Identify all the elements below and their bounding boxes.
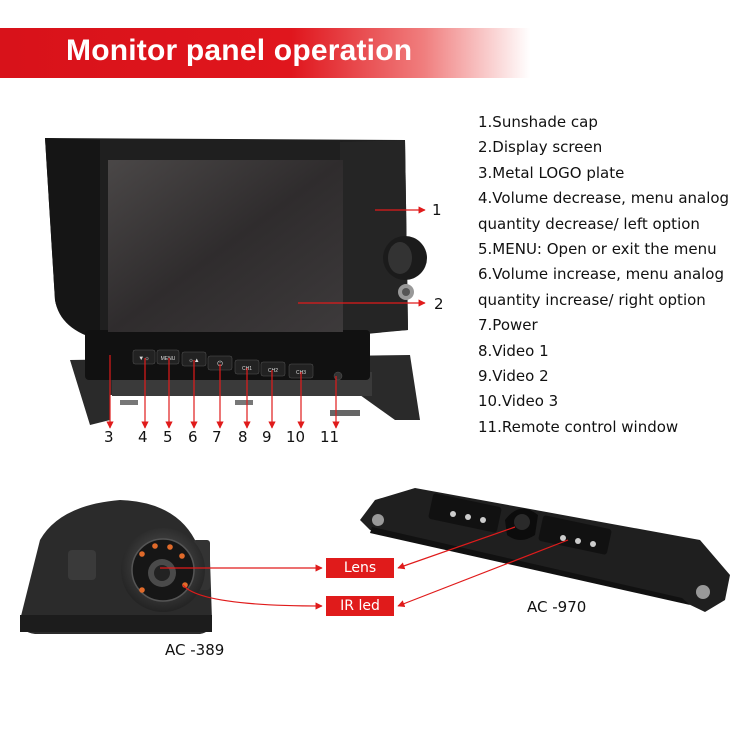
legend-item: 10.Video 3 (478, 392, 559, 411)
callout-number-10: 10 (286, 428, 306, 446)
ch2-button-label: CH2 (268, 368, 278, 374)
model-label-ac389: AC -389 (165, 641, 225, 659)
menu-button-label: MENU (161, 356, 176, 362)
callout-number-11: 11 (320, 428, 340, 446)
monitor-callout-arrows (106, 206, 426, 429)
legend-item: 7.Power (478, 316, 538, 335)
camera-callout-arrows (160, 526, 569, 610)
svg-text:▼☼: ▼☼ (138, 356, 149, 362)
legend-item: quantity increase/ right option (478, 290, 706, 309)
function-legend: 1.Sunshade cap 2.Display screen 3.Metal … (478, 110, 729, 440)
callout-number-7: 7 (212, 428, 222, 446)
callout-number-2: 2 (434, 295, 444, 313)
legend-item: 9.Video 2 (478, 367, 549, 386)
callout-number-5: 5 (163, 428, 173, 446)
callout-number-3: 3 (104, 428, 114, 446)
plate-camera-ac970 (360, 488, 730, 612)
legend-item: 4.Volume decrease, menu analog (478, 189, 730, 208)
callout-number-9: 9 (262, 428, 272, 446)
legend-item: 5.MENU: Open or exit the menu (478, 240, 717, 259)
legend-item: 8.Video 1 (478, 341, 549, 360)
side-camera-ac389 (20, 500, 212, 634)
callout-number-6: 6 (188, 428, 198, 446)
callout-number-1: 1 (432, 201, 442, 219)
callout-number-8: 8 (238, 428, 248, 446)
page-title: Monitor panel operation (66, 34, 413, 67)
monitor-bezel (85, 330, 370, 380)
display-screen (108, 160, 343, 332)
legend-item: 2.Display screen (478, 138, 603, 157)
header-banner (0, 28, 530, 78)
callout-number-4: 4 (138, 428, 148, 446)
legend-item: quantity decrease/ left option (478, 214, 700, 233)
legend-item: 11.Remote control window (478, 417, 679, 436)
ir-led-tag: IR led (326, 596, 394, 616)
lens-tag: Lens (326, 558, 394, 578)
model-label-ac970: AC -970 (527, 598, 587, 616)
legend-item: 1.Sunshade cap (478, 113, 598, 131)
legend-item: 3.Metal LOGO plate (478, 163, 625, 182)
mount-knob (383, 236, 427, 300)
legend-item: 6.Volume increase, menu analog (478, 265, 725, 284)
